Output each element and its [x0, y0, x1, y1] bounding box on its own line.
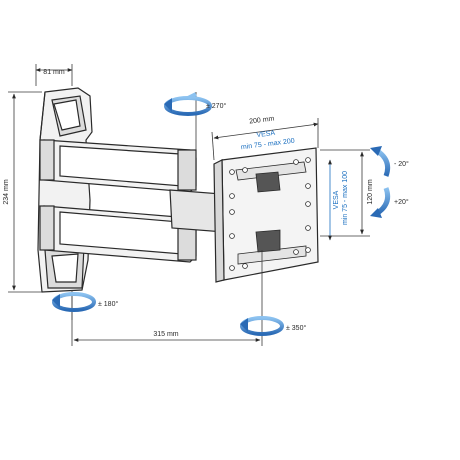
vesa-plate	[213, 147, 319, 283]
rotation-arrow-icon	[164, 92, 212, 150]
tilt-up-arrow-icon	[370, 146, 391, 177]
wall-bracket	[37, 87, 93, 293]
reach-label: 315 mm	[153, 331, 178, 338]
rotation-arrow-icon	[240, 316, 284, 336]
plate-width-label: 200 mm	[249, 115, 275, 125]
rotation-arrow-icon	[52, 290, 96, 320]
vesa-vertical-range: min 75 - max 100	[342, 171, 349, 225]
top-swivel-label: ± 270°	[206, 102, 226, 110]
vesa-vertical-title: VESA	[333, 190, 340, 209]
wall-swivel-label: ± 180°	[98, 300, 118, 308]
vesa-horizontal-title: VESA	[256, 130, 276, 139]
depth-label: 81 mm	[43, 69, 65, 76]
articulating-arms	[39, 139, 225, 263]
tilt-down-arrow-icon	[370, 187, 391, 218]
tilt-down-label: +20°	[394, 198, 409, 206]
dimension-lines	[8, 64, 370, 346]
plate-rotation-label: ± 350°	[286, 324, 306, 332]
vesa-horizontal-range: min 75 - max 200	[241, 138, 296, 152]
height-label: 234 mm	[3, 179, 10, 204]
tilt-up-label: - 20°	[394, 160, 409, 168]
plate-height-label: 120 mm	[367, 179, 374, 204]
